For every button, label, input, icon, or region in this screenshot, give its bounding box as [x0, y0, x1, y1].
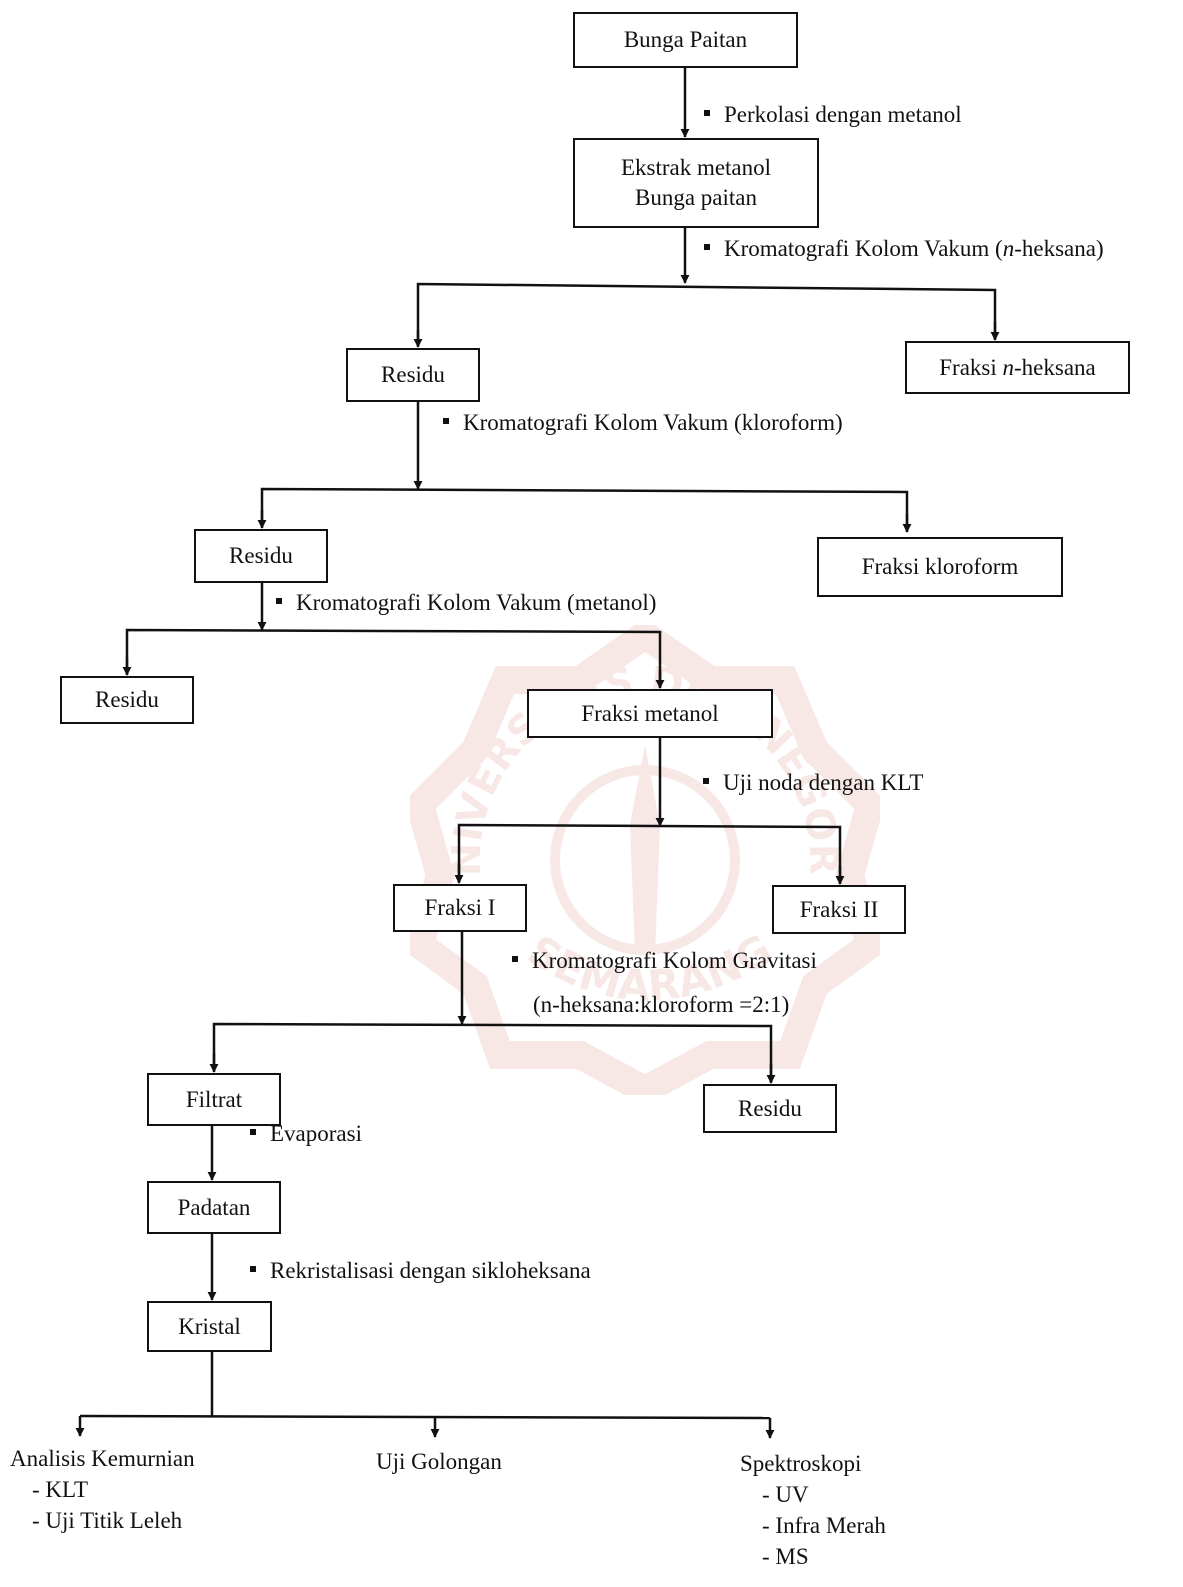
outcome-analisis-kemurnian: Analisis Kemurnian - KLT - Uji Titik Lel…	[10, 1446, 195, 1533]
bullet-icon	[443, 417, 449, 424]
step-rekristalisasi: Rekristalisasi dengan sikloheksana	[250, 1258, 591, 1284]
node-kristal: Kristal	[147, 1301, 272, 1352]
bullet-icon	[704, 109, 710, 116]
node-fraksi-n-heksana: Fraksi n-heksana	[905, 341, 1130, 394]
split-5-connector	[212, 1022, 773, 1082]
node-residu-3: Residu	[60, 676, 194, 724]
step-kkv-heksana: Kromatografi Kolom Vakum (n-heksana)	[704, 236, 1104, 262]
node-residu-2: Residu	[194, 529, 328, 583]
step-uji-noda: Uji noda dengan KLT	[703, 770, 923, 796]
university-seal-watermark: UNIVERSITAS DIPONEGORO SEMARANG	[410, 625, 880, 1095]
split-1-connector	[416, 282, 997, 346]
node-fraksi-kloroform: Fraksi kloroform	[817, 537, 1063, 597]
node-fraksi-ii: Fraksi II	[772, 885, 906, 934]
node-residu-1: Residu	[346, 348, 480, 402]
outcomes-connector	[79, 1414, 771, 1420]
node-fraksi-metanol: Fraksi metanol	[527, 689, 773, 738]
split-3-connector	[125, 628, 662, 687]
step-kkg-ratio: (n-heksana:kloroform =2:1)	[533, 992, 790, 1017]
split-4-connector	[457, 823, 842, 883]
bullet-icon	[704, 243, 710, 250]
step-kkv-metanol: Kromatografi Kolom Vakum (metanol)	[276, 590, 656, 616]
outcome-spektroskopi: Spektroskopi - UV - Infra Merah - MS	[740, 1451, 886, 1569]
bullet-icon	[276, 597, 282, 604]
bullet-icon	[703, 777, 709, 784]
step-evaporasi: Evaporasi	[250, 1121, 362, 1147]
node-filtrat: Filtrat	[147, 1073, 281, 1126]
step-perkolasi: Perkolasi dengan metanol	[704, 102, 962, 128]
bullet-icon	[512, 955, 518, 962]
outcome-uji-golongan: Uji Golongan	[376, 1449, 502, 1474]
node-bunga-paitan: Bunga Paitan	[573, 12, 798, 68]
node-residu-4: Residu	[703, 1084, 837, 1133]
bullet-icon	[250, 1265, 256, 1272]
node-ekstrak-metanol: Ekstrak metanol Bunga paitan	[573, 138, 819, 228]
step-kkg: Kromatografi Kolom Gravitasi	[512, 948, 817, 974]
node-fraksi-i: Fraksi I	[393, 884, 527, 932]
split-2-connector	[260, 487, 909, 531]
step-kkv-kloroform: Kromatografi Kolom Vakum (kloroform)	[443, 410, 843, 436]
bullet-icon	[250, 1128, 256, 1135]
node-padatan: Padatan	[147, 1181, 281, 1234]
